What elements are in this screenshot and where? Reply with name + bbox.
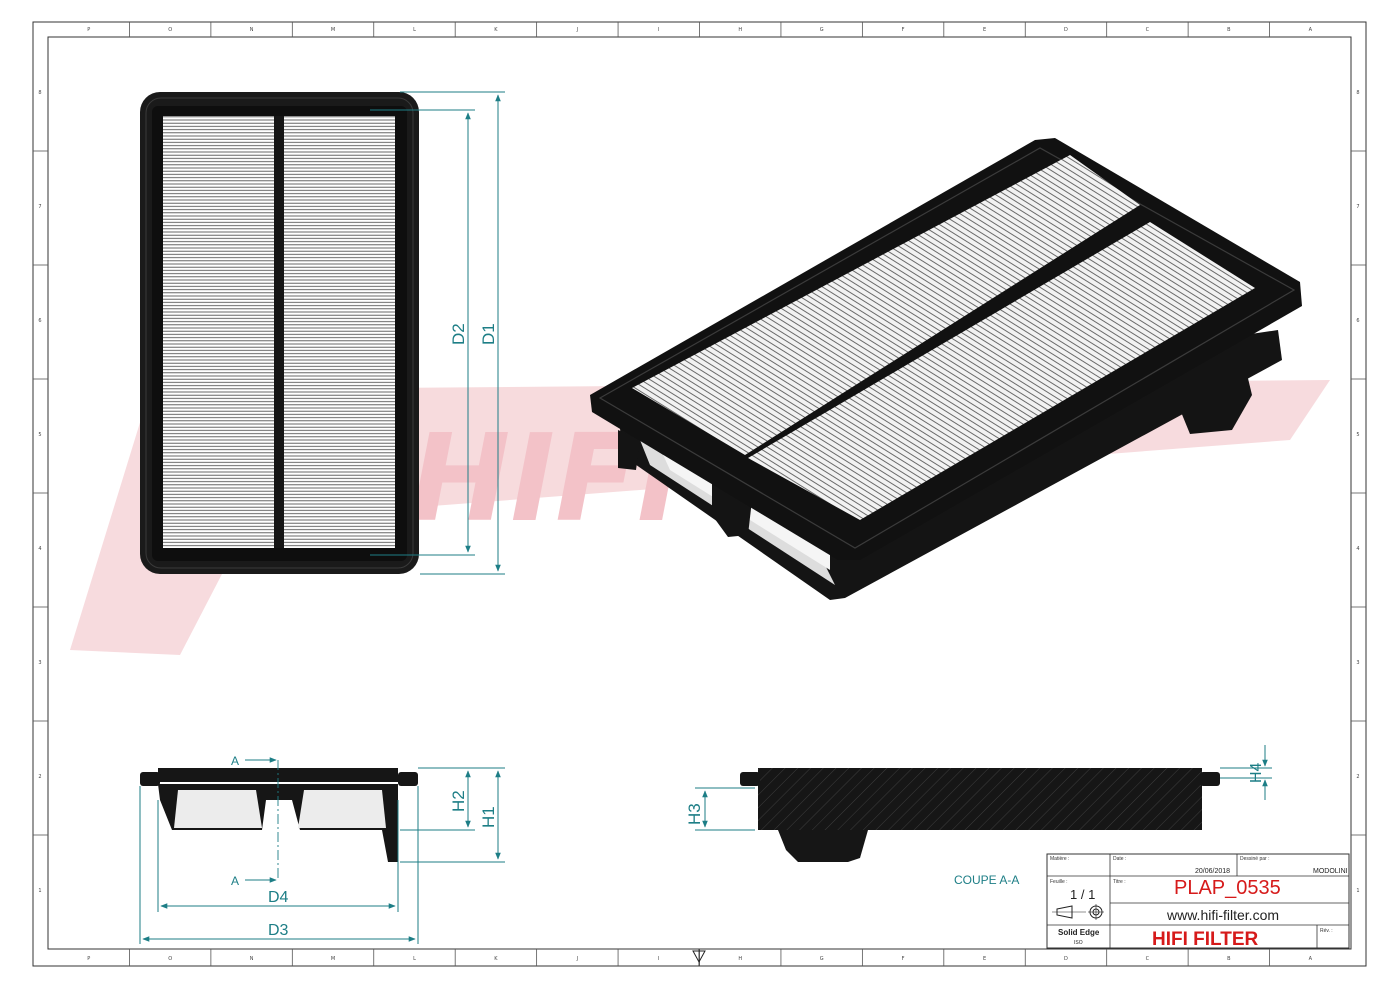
dim-h1-label: H1 [479, 806, 498, 828]
section-mark-bottom: A [231, 874, 239, 888]
section-mark-top: A [231, 754, 239, 768]
sheet-border: P O N M L K J I H G F E D C B A P O N M L K J I H G F E D C B A 8 8 7 7 6 6 5 5… [32, 21, 1367, 967]
zone-label-top: P [87, 27, 90, 33]
tb-dessine-label: Dessiné par : [1240, 856, 1269, 862]
zone-label-top: C [1146, 27, 1150, 33]
dimension-front [139, 767, 505, 944]
zone-label-left: 3 [38, 660, 41, 666]
tb-date-label: Date : [1113, 856, 1126, 862]
front-view [140, 760, 418, 880]
zone-label-bottom: D [1064, 956, 1068, 962]
projection-symbol-icon [1052, 904, 1104, 920]
zone-label-top: K [494, 27, 498, 33]
tb-date-value: 20/06/2018 [1195, 868, 1230, 875]
zone-label-top: J [576, 27, 578, 33]
zone-label-top: A [1309, 27, 1313, 33]
zone-label-top: E [983, 27, 986, 33]
zone-label-right: 7 [1356, 204, 1359, 210]
zone-label-left: 4 [38, 546, 41, 552]
section-markers [245, 757, 277, 883]
isometric-view [590, 138, 1302, 600]
tb-software-sub: ISO [1074, 940, 1083, 946]
zone-label-bottom: K [494, 956, 498, 962]
dimension-d1-d2 [370, 91, 505, 575]
zone-label-top: M [331, 27, 335, 33]
zone-label-top: H [738, 27, 742, 33]
zone-label-bottom: P [87, 956, 90, 962]
section-caption: COUPE A-A [954, 873, 1019, 887]
dim-h4-label: H4 [1248, 762, 1265, 783]
zone-label-bottom: A [1309, 956, 1313, 962]
top-view [140, 92, 419, 574]
dim-h2-label: H2 [449, 790, 468, 812]
center-marker-icon [692, 949, 706, 966]
section-view [740, 768, 1220, 862]
zone-label-left: 6 [38, 318, 41, 324]
dim-d1-label: D1 [479, 323, 498, 345]
zone-label-bottom: E [983, 956, 986, 962]
zone-label-bottom: M [331, 956, 335, 962]
tb-software: Solid Edge [1058, 928, 1100, 937]
zone-label-bottom: N [250, 956, 254, 962]
tb-feuille-value: 1 / 1 [1070, 887, 1095, 902]
dim-d2-label: D2 [449, 323, 468, 345]
zone-label-bottom: O [168, 956, 172, 962]
zone-label-top: B [1227, 27, 1231, 33]
zone-label-top: L [413, 27, 416, 33]
zone-label-top: I [658, 27, 659, 33]
tb-website: www.hifi-filter.com [1166, 907, 1279, 923]
zone-label-bottom: C [1146, 956, 1150, 962]
tb-part-number: PLAP_0535 [1174, 877, 1281, 899]
dim-h3-label: H3 [685, 803, 704, 825]
zone-label-right: 2 [1356, 774, 1359, 780]
zone-label-bottom: H [738, 956, 742, 962]
zone-label-left: 1 [38, 888, 41, 894]
zone-label-left: 5 [38, 432, 41, 438]
zone-label-left: 7 [38, 204, 41, 210]
zone-label-left: 2 [38, 774, 41, 780]
dimension-section [695, 745, 1272, 831]
zone-label-right: 6 [1356, 318, 1359, 324]
tb-titre-label: Titre : [1113, 879, 1126, 885]
zone-label-bottom: J [576, 956, 578, 962]
title-block [1046, 853, 1350, 949]
zone-label-bottom: G [820, 956, 824, 962]
zone-label-top: F [902, 27, 905, 33]
zone-label-top: D [1064, 27, 1068, 33]
zone-label-top: G [820, 27, 824, 33]
zone-label-left: 8 [38, 90, 41, 96]
zone-label-bottom: F [902, 956, 905, 962]
tb-rev-label: Rév. : [1320, 928, 1333, 934]
zone-label-top: N [250, 27, 254, 33]
dim-d3-label: D3 [268, 922, 289, 939]
zone-label-right: 5 [1356, 432, 1359, 438]
zone-label-right: 3 [1356, 660, 1359, 666]
tb-matiere-label: Matière : [1050, 856, 1069, 862]
zone-label-top: O [168, 27, 172, 33]
zone-label-bottom: I [658, 956, 659, 962]
dim-d4-label: D4 [268, 889, 289, 906]
zone-label-right: 8 [1356, 90, 1359, 96]
tb-feuille-label: Feuille : [1050, 879, 1068, 885]
zone-label-bottom: B [1227, 956, 1231, 962]
tb-company: HIFI FILTER [1152, 929, 1259, 950]
zone-label-bottom: L [413, 956, 416, 962]
tb-dessine-value: MODOLINI [1313, 868, 1348, 875]
zone-label-right: 1 [1356, 888, 1359, 894]
zone-label-right: 4 [1356, 546, 1359, 552]
